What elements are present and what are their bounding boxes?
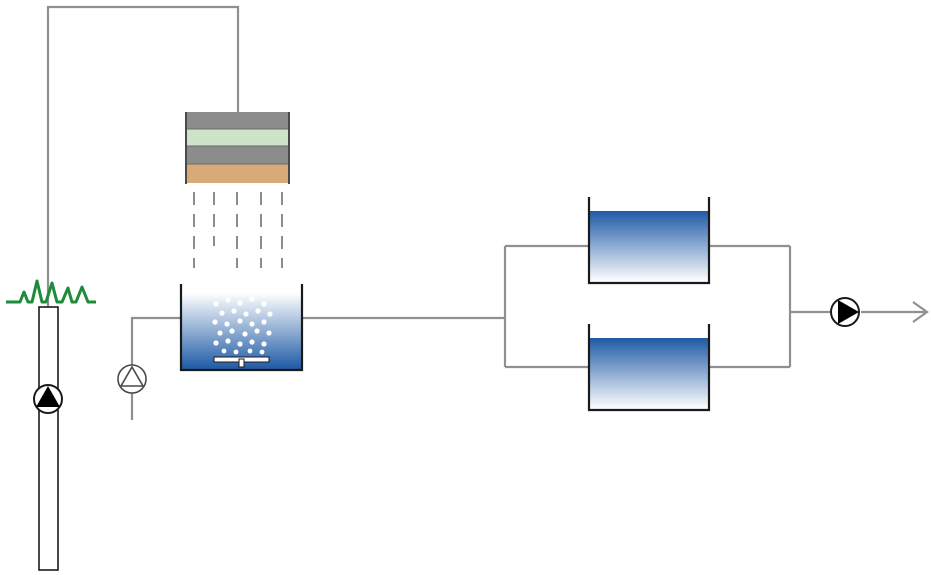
signal-trace bbox=[6, 279, 96, 304]
filter-stack bbox=[185, 112, 290, 184]
aeration-tank bbox=[179, 284, 304, 372]
outlet-arrow-head bbox=[912, 301, 929, 323]
aeration-bubbles bbox=[212, 296, 273, 355]
settling-tank-lower bbox=[587, 324, 711, 412]
pipe-well-to-filter bbox=[46, 5, 240, 312]
dosing-pump-icon bbox=[117, 364, 147, 394]
well-column bbox=[38, 306, 59, 571]
drip-lines bbox=[193, 192, 283, 268]
pipe-network bbox=[46, 5, 929, 420]
outlet-pump-icon bbox=[830, 297, 860, 327]
settling-tank-upper bbox=[587, 197, 711, 285]
well-pump-icon bbox=[33, 384, 63, 414]
diffuser-plate bbox=[213, 356, 270, 368]
